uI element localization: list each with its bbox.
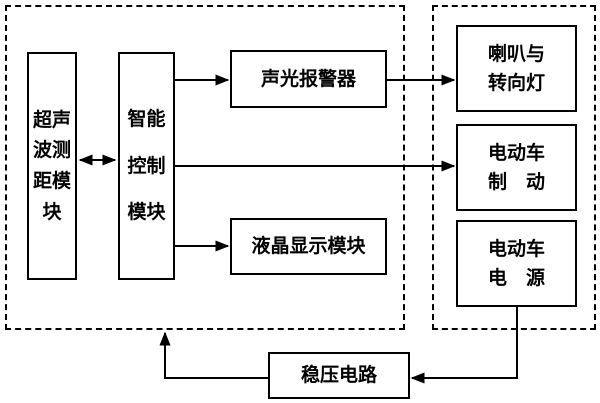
controller-label-line-2: 控制 <box>127 154 166 177</box>
regulator-label: 稳压电路 <box>300 364 377 387</box>
ev-brake: 电动车 制 动 <box>456 124 577 211</box>
smart-control-module: 智能 控制 模块 <box>118 52 175 280</box>
arrow-regulator-control-group <box>159 331 268 379</box>
ultrasonic-label-line-4: 块 <box>42 200 62 223</box>
ultrasonic-label-line-3: 距模 <box>32 170 71 192</box>
horn-label-line-2: 转向灯 <box>487 71 545 94</box>
voltage-regulator-circuit: 稳压电路 <box>268 352 410 399</box>
sound-light-alarm: 声光报警器 <box>230 50 387 108</box>
control-group-boundary <box>5 5 405 330</box>
horn-label-line-1: 喇叭与 <box>487 42 545 65</box>
lcd-label: 液晶显示模块 <box>251 235 366 258</box>
ultrasonic-label-line-1: 超声 <box>32 108 71 131</box>
vehicle-group-boundary <box>432 5 596 330</box>
alarm-label: 声光报警器 <box>260 67 356 90</box>
power-label-line-2: 电 源 <box>487 266 545 289</box>
brake-label-line-1: 电动车 <box>487 141 545 164</box>
horn-and-turn-signal: 喇叭与 转向灯 <box>456 25 577 112</box>
lcd-display-module: 液晶显示模块 <box>230 218 387 275</box>
ev-power-supply: 电动车 电 源 <box>456 220 577 307</box>
brake-label-line-2: 制 动 <box>487 170 545 193</box>
ultrasonic-ranging-module: 超声 波测 距模 块 <box>27 52 77 280</box>
controller-label-line-3: 模块 <box>127 201 166 224</box>
ultrasonic-label-line-2: 波测 <box>32 139 71 162</box>
controller-label-line-1: 智能 <box>127 107 166 130</box>
power-label-line-1: 电动车 <box>487 237 545 260</box>
arrow-power-regulator <box>410 307 518 384</box>
